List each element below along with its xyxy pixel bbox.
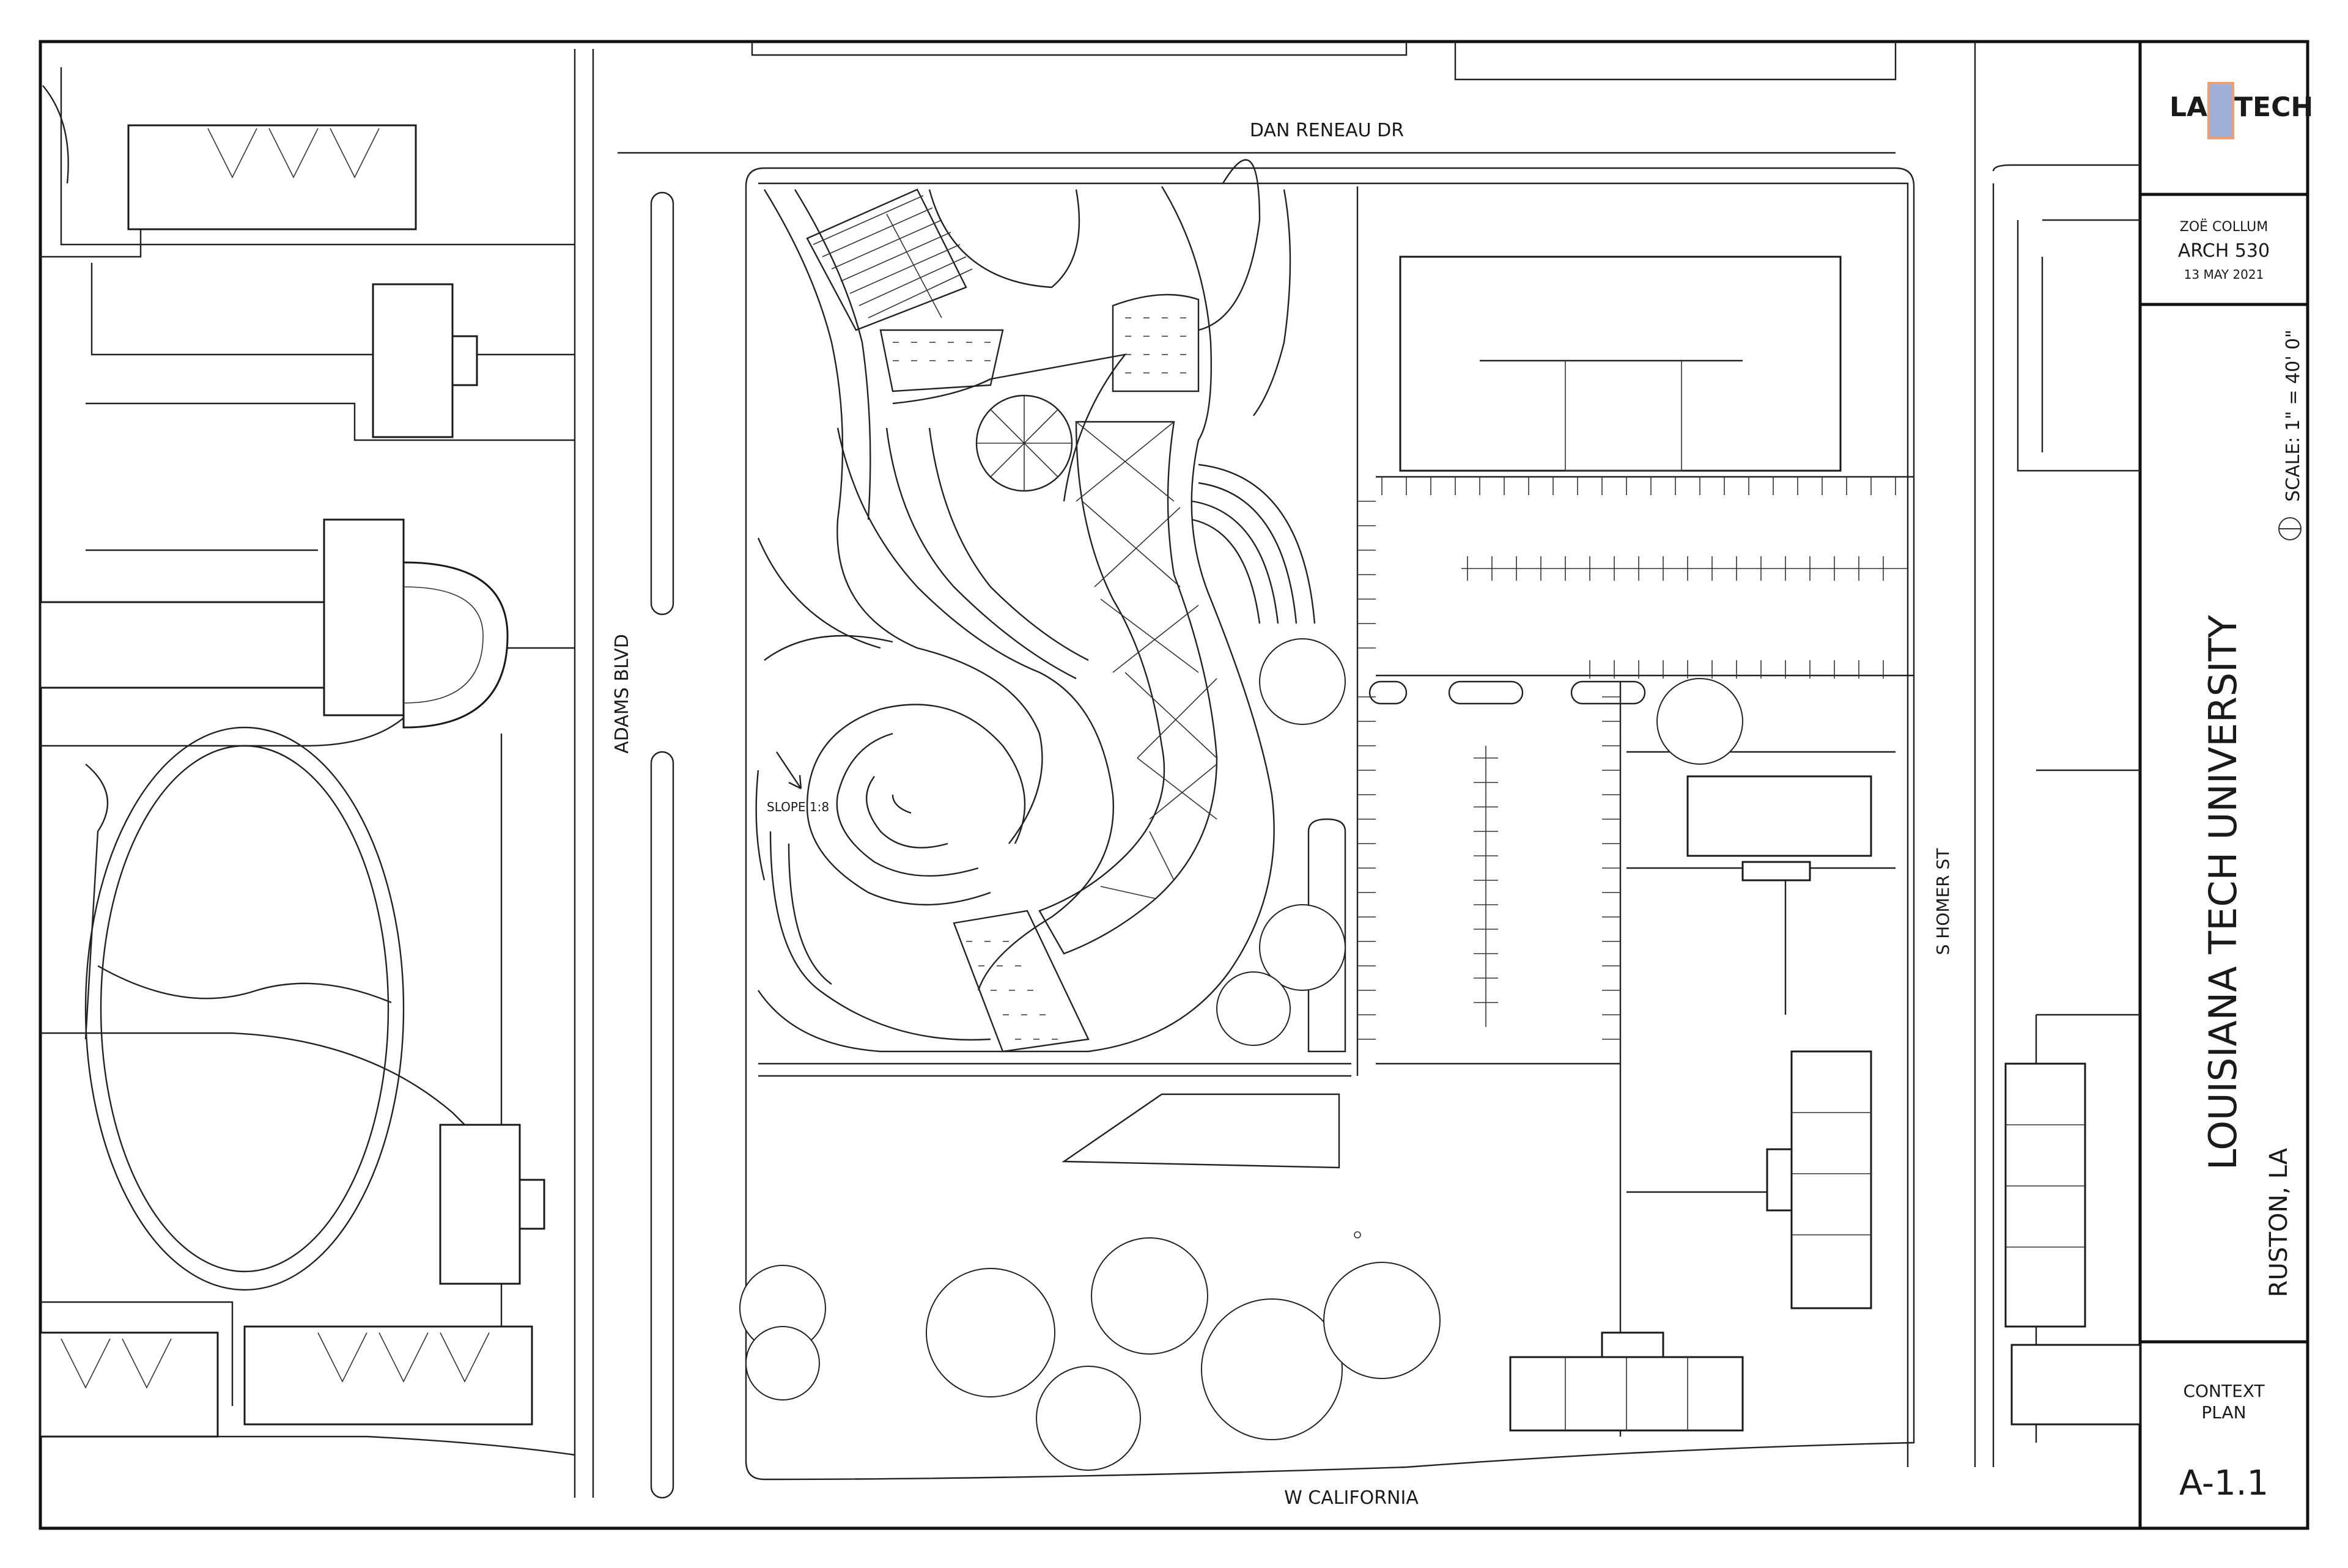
truss-walkway <box>1038 421 1218 955</box>
sheet-number: A-1.1 <box>2179 1463 2269 1503</box>
author: ZOË COLLUM <box>2180 219 2268 235</box>
west-campus <box>39 49 594 1498</box>
street-label-east: S HOMER ST <box>1933 848 1953 955</box>
building-nw <box>127 124 417 230</box>
university-name: LOUISIANA TECH UNIVERSITY <box>2201 615 2245 1170</box>
adams-median-south <box>650 751 674 1499</box>
trees <box>739 638 1743 1471</box>
logo-t-mark <box>2207 82 2234 139</box>
scale-label: SCALE: 1" = 40' 0" <box>2283 329 2304 502</box>
building-far-east <box>2004 1062 2086 1328</box>
adams-median-north <box>650 191 674 616</box>
paver-dots <box>893 317 1186 1040</box>
main-site-block <box>745 159 1915 1481</box>
location: RUSTON, LA <box>2265 1147 2293 1297</box>
wedge-planter <box>1061 1093 1340 1169</box>
building-east-1 <box>1686 775 1872 857</box>
title-block <box>2138 42 2308 1528</box>
sheet-title-2: PLAN <box>2201 1402 2246 1423</box>
building-rotunda <box>39 601 360 689</box>
building-sw-small <box>439 1124 521 1285</box>
logo-tech: TECH <box>2234 92 2313 123</box>
sheet-border <box>39 40 2309 1530</box>
building-east-2 <box>1790 1050 1872 1309</box>
street-label-west: ADAMS BLVD <box>611 634 633 754</box>
title-block-content: LA TECH ZOË COLLUM ARCH 530 13 MAY 2021 … <box>2169 82 2313 1503</box>
street-label-north: DAN RENEAU DR <box>1250 120 1404 141</box>
slope-arrow <box>776 751 802 790</box>
building-south-west-1 <box>39 1331 219 1438</box>
street-label-south: W CALIFORNIA <box>1284 1487 1419 1509</box>
large-building <box>1399 256 1842 472</box>
course: ARCH 530 <box>2178 240 2270 262</box>
building-south-west-2 <box>243 1325 533 1426</box>
date: 13 MAY 2021 <box>2184 267 2264 282</box>
sheet-title-1: CONTEXT <box>2183 1381 2265 1401</box>
slope-label: SLOPE 1:8 <box>767 800 829 814</box>
building-north-small <box>372 283 454 438</box>
parking-stalls <box>1357 477 1908 1040</box>
logo-la: LA <box>2169 92 2207 123</box>
